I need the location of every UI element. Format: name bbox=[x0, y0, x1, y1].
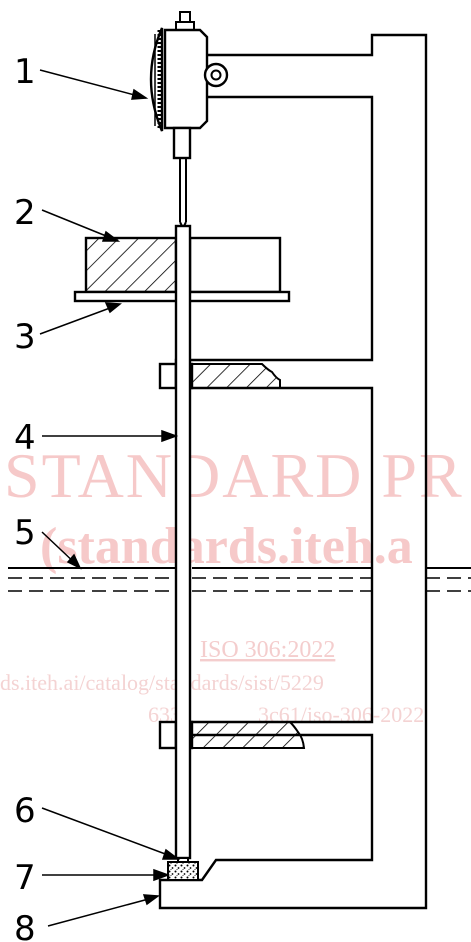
callout-3: 3 bbox=[14, 317, 36, 357]
watermark-line-2: (standards.iteh.a bbox=[40, 518, 413, 575]
watermark: STANDARD PR (standards.iteh.a ISO 306:20… bbox=[0, 440, 464, 727]
callout-8: 8 bbox=[14, 909, 36, 942]
frame bbox=[158, 33, 428, 910]
callout-7: 7 bbox=[14, 858, 36, 898]
callout-5: 5 bbox=[14, 513, 36, 553]
watermark-line-3: ISO 306:2022 bbox=[200, 637, 335, 663]
callout-1: 1 bbox=[14, 52, 36, 92]
watermark-line-1: STANDARD PR bbox=[4, 440, 464, 511]
leader-lines bbox=[39, 69, 181, 927]
callout-labels: 1 2 3 4 5 6 7 8 bbox=[14, 52, 36, 942]
dial-gauge bbox=[149, 11, 229, 231]
callout-2: 2 bbox=[14, 193, 36, 233]
watermark-line-4: ds.iteh.ai/catalog/standards/sist/5229 bbox=[0, 670, 324, 695]
callout-4: 4 bbox=[14, 418, 36, 458]
callout-6: 6 bbox=[14, 791, 36, 831]
heat-transfer-medium bbox=[8, 567, 471, 592]
loading-rod bbox=[174, 224, 192, 860]
test-specimen bbox=[167, 861, 199, 881]
